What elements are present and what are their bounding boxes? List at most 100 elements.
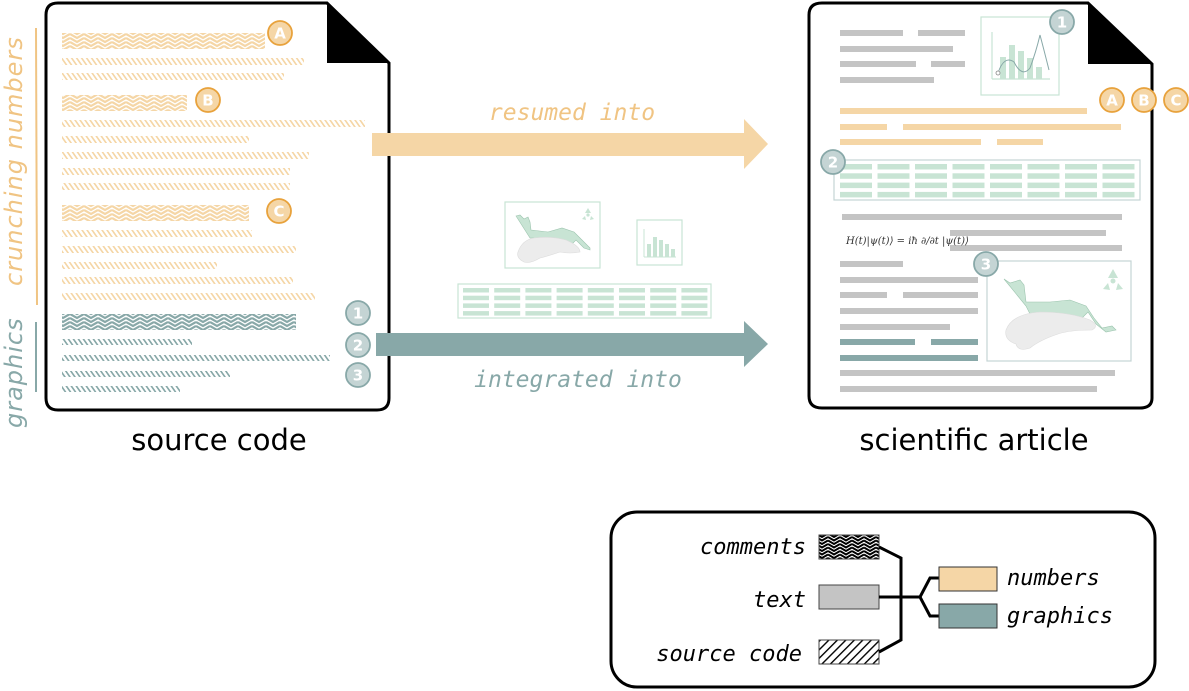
table-cell bbox=[877, 164, 910, 170]
legend-comments-label: comments bbox=[700, 535, 806, 560]
svg-text:3: 3 bbox=[981, 256, 991, 274]
table-cell bbox=[1102, 191, 1135, 198]
legend-numbers-swatch bbox=[938, 566, 998, 592]
table-cell bbox=[877, 182, 910, 189]
marker-b: B bbox=[195, 87, 221, 113]
graphics-label: graphics bbox=[0, 317, 28, 428]
legend-text-swatch bbox=[818, 584, 880, 610]
marker-b: B bbox=[1131, 87, 1157, 113]
table-cell bbox=[494, 288, 521, 293]
table-cell bbox=[681, 295, 708, 301]
figure-2-table bbox=[833, 159, 1141, 201]
marker-1: 1 bbox=[1049, 9, 1075, 35]
table-cell bbox=[1027, 182, 1060, 189]
code-line bbox=[62, 136, 249, 143]
marker-1: 1 bbox=[345, 300, 371, 326]
svg-text:A: A bbox=[1106, 92, 1118, 110]
code-line bbox=[62, 355, 330, 361]
table-cell bbox=[840, 191, 872, 198]
legend-comments-swatch bbox=[818, 534, 880, 560]
table-cell bbox=[840, 173, 872, 179]
legend-graphics-swatch bbox=[938, 603, 998, 629]
code-line bbox=[62, 230, 252, 237]
table-cell bbox=[1065, 182, 1097, 189]
table-cell bbox=[1027, 173, 1060, 179]
svg-text:1: 1 bbox=[1057, 14, 1067, 32]
legend-graphics-label: graphics bbox=[1007, 604, 1113, 629]
source-code-document: A B C 1 2 3 bbox=[44, 1, 391, 412]
table-cell bbox=[587, 311, 614, 316]
svg-text:2: 2 bbox=[828, 154, 838, 172]
table-cell bbox=[1102, 164, 1135, 170]
comment-line bbox=[62, 33, 265, 49]
svg-text:B: B bbox=[1138, 92, 1149, 110]
table-cell bbox=[525, 288, 552, 293]
code-line bbox=[62, 58, 304, 65]
table-cell bbox=[463, 303, 489, 308]
table-cell bbox=[525, 303, 552, 308]
folded-corner bbox=[1088, 3, 1152, 64]
crunching-bracket bbox=[35, 27, 38, 306]
scientific-article-caption: scientific article bbox=[859, 423, 1088, 457]
data-table-thumbnail bbox=[457, 283, 712, 319]
schrodinger-equation: H(t)|ψ(t)⟩ = iħ ∂/∂t |ψ(t)⟩ bbox=[845, 236, 969, 247]
table-cell bbox=[990, 191, 1022, 198]
table-cell bbox=[494, 295, 521, 301]
table-cell bbox=[877, 173, 910, 179]
sleeping-cat-icon bbox=[1005, 311, 1096, 350]
table-cell bbox=[463, 311, 489, 316]
table-cell bbox=[494, 303, 521, 308]
integrated-into-label: integrated into bbox=[474, 367, 682, 393]
cat-figure-thumbnail bbox=[504, 201, 601, 269]
table-cell bbox=[1065, 191, 1097, 198]
text-block bbox=[840, 30, 965, 83]
table-cell bbox=[681, 311, 708, 316]
radiation-icon bbox=[1103, 269, 1123, 290]
side-labels: crunching numbers graphics bbox=[0, 27, 38, 428]
comment-line bbox=[62, 314, 296, 330]
resumed-arrow: resumed into bbox=[372, 100, 768, 169]
legend-text-label: text bbox=[753, 588, 806, 613]
legend-connector bbox=[878, 545, 939, 654]
table-cell bbox=[650, 295, 677, 301]
marker-c: C bbox=[1163, 87, 1189, 113]
svg-text:3: 3 bbox=[353, 367, 363, 385]
marker-2: 2 bbox=[345, 332, 371, 358]
code-line bbox=[62, 386, 180, 392]
table-cell bbox=[915, 182, 947, 189]
table-cell bbox=[525, 311, 552, 316]
marker-c: C bbox=[266, 198, 292, 224]
legend-source-code-label: source code bbox=[656, 642, 802, 667]
svg-text:A: A bbox=[274, 25, 286, 43]
table-cell bbox=[463, 288, 489, 293]
table-cell bbox=[1065, 164, 1097, 170]
svg-text:1: 1 bbox=[353, 305, 363, 323]
intermediate-graphics bbox=[457, 201, 712, 319]
marker-3: 3 bbox=[345, 362, 371, 388]
table-cell bbox=[463, 295, 489, 301]
text-block bbox=[840, 214, 1122, 392]
table-cell bbox=[619, 303, 645, 308]
table-cell bbox=[650, 303, 677, 308]
comment-line bbox=[62, 205, 249, 221]
folded-corner bbox=[327, 3, 389, 63]
marker-3: 3 bbox=[973, 251, 999, 277]
svg-text:2: 2 bbox=[353, 337, 363, 355]
comment-line bbox=[62, 95, 187, 111]
scientific-article-document: 1 A B C 2 bbox=[807, 1, 1189, 410]
table-cell bbox=[1102, 173, 1135, 179]
table-cell bbox=[556, 303, 583, 308]
table-cell bbox=[915, 164, 947, 170]
table-cell bbox=[650, 311, 677, 316]
table-cell bbox=[525, 295, 552, 301]
table-cell bbox=[1102, 182, 1135, 189]
table-cell bbox=[990, 182, 1022, 189]
legend: comments text source code numbers graphi… bbox=[609, 510, 1157, 689]
graphics-text-block bbox=[840, 339, 978, 361]
code-line bbox=[62, 168, 290, 175]
table-cell bbox=[556, 295, 583, 301]
table-cell bbox=[952, 173, 985, 179]
sleeping-cat-icon bbox=[517, 237, 581, 263]
table-cell bbox=[556, 288, 583, 293]
